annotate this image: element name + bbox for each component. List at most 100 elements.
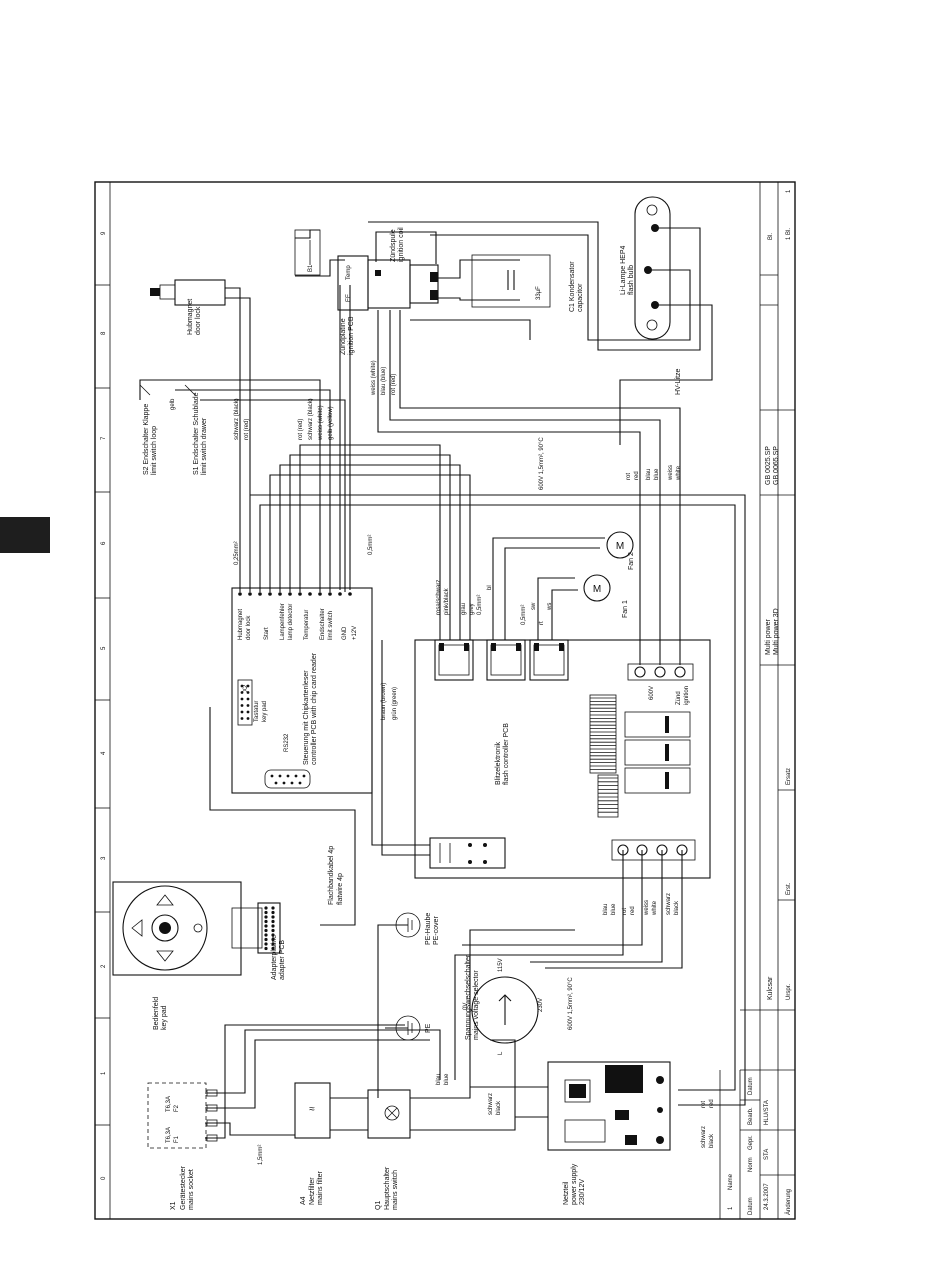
wire-brown: braun (brown)	[381, 683, 387, 720]
wire-white: weiss (white)	[318, 405, 324, 441]
x1-pin	[238, 592, 242, 596]
s2-label: S2 Endschalter Klappe	[143, 404, 150, 475]
label-ersatz: Ersatz	[786, 768, 792, 785]
x2-pin	[240, 697, 244, 701]
x1-pin	[268, 592, 272, 596]
ruler-number: 3	[101, 856, 107, 860]
power-supply: Netzteil power supply 230/12V	[547, 1061, 671, 1205]
fan2-label: Fan 2	[628, 552, 635, 570]
adapter-pin	[264, 933, 268, 937]
adapter-pin	[271, 924, 275, 928]
wire-cs025: 0,25mm²	[234, 541, 240, 565]
flash-bulb: Li-Lampe HEP4 flash bulb HV-Litze	[620, 196, 682, 395]
label-gepr: Gepr.	[748, 1135, 754, 1150]
wire-hv2: 600V 1,5mm², 90°C	[568, 977, 574, 1030]
wire-fan-sw: sw	[531, 602, 537, 610]
x2-pin	[246, 684, 250, 688]
fan-connector	[486, 639, 526, 681]
rev-mark: 1	[728, 1206, 734, 1210]
rs232-pin	[270, 774, 274, 778]
adapter-pin	[271, 915, 275, 919]
controller-label: Steuerung mit Chipkartenleser	[303, 670, 310, 765]
x2-pin	[240, 691, 244, 694]
controller-pcb: RS232 X2 Tastatur key pad Steuerung mit …	[231, 587, 373, 794]
flash-in-red-en: red	[630, 906, 636, 915]
adapter-pin	[264, 937, 268, 942]
adapter-label-en: adapter PCB	[279, 940, 286, 980]
hv-600v-label: 600V	[649, 686, 655, 700]
rev-date: 24.3.2007	[764, 1183, 770, 1210]
wire-black: schwarz (black)	[308, 398, 314, 440]
rs232-pin	[278, 774, 282, 778]
label-urspr: Urspr.	[786, 984, 792, 1000]
flatcable-label: Flachbandkabel 4p	[328, 846, 335, 905]
title-block	[719, 182, 795, 1219]
lamp-white-en: white	[676, 465, 682, 481]
rev-head-date: Datum	[748, 1197, 754, 1215]
flash-controller-pcb: Blitzelektronik flash controller PCB 600…	[414, 639, 711, 879]
sheet-label: Bl.	[768, 233, 774, 240]
doorlock-label-en: door lock	[195, 306, 202, 335]
adapter-pin	[264, 928, 268, 933]
x1-pin	[348, 592, 352, 596]
q1-label-en: mains switch	[392, 1170, 399, 1210]
rs232-label: RS232	[284, 733, 290, 752]
flash-in-red: rot	[622, 908, 628, 915]
ground-pe: PE	[395, 1015, 432, 1041]
x1-label-en: mains socket	[188, 1169, 195, 1210]
hv-wire-label: HV-Litze	[675, 368, 682, 395]
adapter-pin	[264, 924, 268, 928]
rev-head-change: Änderung	[785, 1189, 792, 1215]
q1-label: Q1	[375, 1201, 382, 1210]
svg-text:≈: ≈	[309, 1104, 315, 1115]
wire-ign-white: weiss (white)	[371, 360, 377, 396]
wire-fan-ws: ws	[547, 603, 553, 611]
fan-1: M Fan 1	[583, 574, 629, 618]
flash-in-black-en: black	[674, 900, 680, 915]
flashpcb-label-en: flash controller PCB	[503, 723, 510, 785]
ignition-label-en: ignition PCB	[348, 316, 355, 355]
x2-pin	[240, 717, 244, 720]
psu-in-blue-en: blue	[444, 1073, 450, 1085]
v230-label: 230V	[538, 998, 544, 1012]
rs232-pin	[282, 781, 286, 785]
x1-pin	[328, 592, 332, 596]
wire-fan-rt: rt	[539, 621, 545, 625]
lamp-red-en: red	[634, 471, 640, 480]
x1-pin-label: Temperatur	[304, 610, 310, 640]
adapter-pin	[271, 946, 275, 951]
x1-pin-label: Endschalter	[320, 608, 326, 640]
drawing-frame	[94, 181, 796, 1220]
wire-yellow: gelb (yellow)	[328, 406, 334, 440]
wire-fan-grey-en: grey	[469, 603, 475, 615]
wire-fan-low-cs: 0,5mm²	[521, 605, 527, 625]
wire-labels: 0,25mm² 0,5mm² 1,5mm² 600V 1,5mm², 90°C …	[170, 360, 715, 1165]
x2-label: X2	[243, 684, 249, 692]
fan-connector-latch	[559, 643, 564, 651]
limit-switches: S2 Endschalter Klappe limit switch loop …	[139, 384, 208, 475]
fuse-f2: F2	[174, 1104, 180, 1112]
ruler-number: 7	[101, 436, 107, 440]
x1-pin	[248, 592, 252, 596]
wire-ign-hv: 600V 1,5mm², 90°C	[539, 437, 545, 490]
cap-rating: 33µF	[536, 286, 542, 300]
psu-in-black-en: black	[496, 1100, 502, 1115]
psu-label: Netzteil	[563, 1181, 570, 1205]
controller-label-en: controller PCB with chip card reader	[311, 652, 318, 765]
rev-head-name: Name	[728, 1173, 734, 1190]
sheet-total: 1 Bl.	[786, 228, 792, 240]
x1-pin	[308, 592, 312, 596]
capacitor-label: C1 Kondensator	[569, 261, 576, 312]
ruler-number: 6	[101, 541, 107, 545]
ign-label-en: ignition	[684, 686, 690, 705]
ground-pe-cover: PE-Haube PE-cover	[395, 913, 440, 945]
x2-pin	[240, 710, 244, 714]
x1-pin-label: limit switch	[328, 611, 334, 640]
x2-label-en: key pad	[262, 701, 268, 722]
label-norm: Norm	[748, 1157, 754, 1172]
ruler-number: 0	[101, 1176, 107, 1180]
x1-pin	[338, 592, 342, 596]
fan-2: M Fan 2	[606, 531, 635, 570]
x1-pin-label: Hubmagnet	[238, 609, 244, 640]
